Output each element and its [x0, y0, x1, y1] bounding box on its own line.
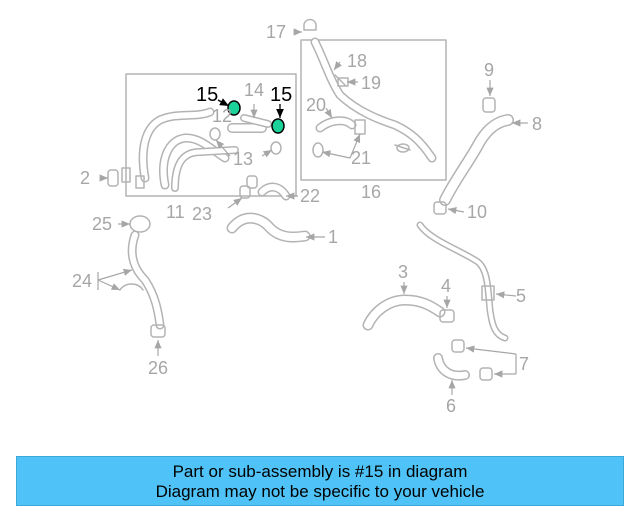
- part-15-highlight: [227, 100, 285, 134]
- label-22: 22: [300, 186, 320, 206]
- label-2: 2: [80, 168, 90, 188]
- label-14: 14: [244, 80, 264, 100]
- banner-line-2: Diagram may not be specific to your vehi…: [155, 482, 485, 501]
- label-20: 20: [306, 95, 326, 115]
- part-15-clamp-b[interactable]: [271, 118, 285, 134]
- part-13-clamp-a: [209, 127, 221, 141]
- label-10: 10: [467, 202, 487, 222]
- parts-diagram: 17 18 19 20 21 16 14 12 13 11 23 22 1 2 …: [72, 18, 542, 416]
- info-banner: Part or sub-assembly is #15 in diagram D…: [16, 456, 624, 506]
- assembly-box-16: [300, 39, 447, 181]
- part-17-cap: [303, 18, 317, 31]
- label-18: 18: [347, 51, 367, 71]
- label-17: 17: [266, 22, 286, 42]
- part-9-clamp: [482, 97, 496, 113]
- hose-group-11: [121, 107, 239, 192]
- label-15-right: 15: [270, 84, 292, 106]
- label-7: 7: [519, 354, 529, 374]
- part-2-clamp: [107, 169, 119, 187]
- part-25-cap: [129, 215, 151, 233]
- part-7-clamp-b: [479, 367, 493, 381]
- label-26: 26: [148, 358, 168, 378]
- label-13: 13: [233, 149, 253, 169]
- label-4: 4: [441, 276, 451, 296]
- part-13-clamp-b: [270, 141, 282, 155]
- label-8: 8: [532, 114, 542, 134]
- label-12: 12: [212, 106, 232, 126]
- label-21: 21: [351, 148, 371, 168]
- assembly-box-11: [125, 73, 297, 197]
- label-6: 6: [446, 396, 456, 416]
- label-24: 24: [72, 271, 92, 291]
- part-7-clamp-a: [451, 339, 465, 353]
- label-16: 16: [361, 182, 381, 202]
- label-9: 9: [484, 60, 494, 80]
- label-19: 19: [361, 73, 381, 93]
- label-1: 1: [328, 227, 338, 247]
- label-15-left: 15: [196, 84, 218, 106]
- pipe-group-16: [310, 37, 437, 163]
- part-10-clamp: [433, 201, 447, 215]
- part-15-clamp-a[interactable]: [227, 100, 241, 116]
- part-23-clamp-b: [246, 175, 258, 189]
- label-3: 3: [398, 262, 408, 282]
- label-23: 23: [192, 204, 212, 224]
- banner-line-1: Part or sub-assembly is #15 in diagram: [172, 462, 468, 481]
- part-24-clip: [119, 283, 144, 291]
- label-25: 25: [92, 214, 112, 234]
- part-23-clamp-a: [239, 185, 251, 199]
- part-26-clamp: [150, 324, 166, 338]
- label-11: 11: [166, 202, 185, 222]
- part-4-clamp: [439, 309, 455, 323]
- label-5: 5: [516, 286, 526, 306]
